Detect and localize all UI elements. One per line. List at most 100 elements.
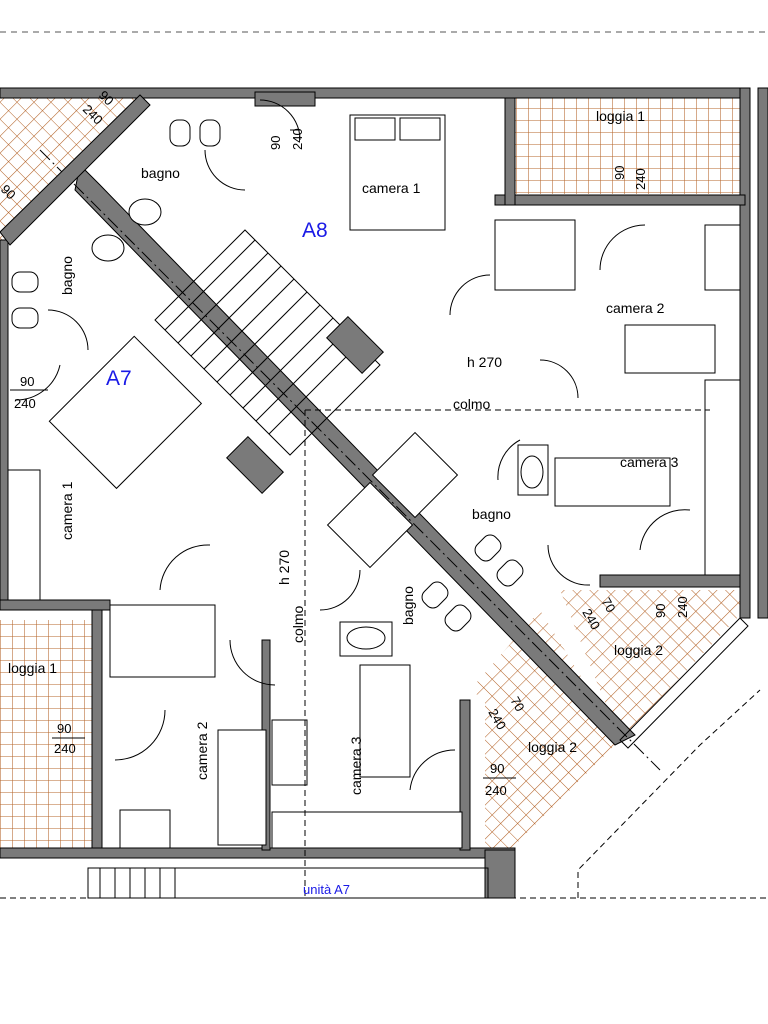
- toilet-center-2: [496, 559, 524, 587]
- room-camera-1-left: camera 1: [59, 481, 75, 540]
- room-bagno-lower: bagno: [400, 586, 416, 625]
- shower-2: [326, 481, 414, 569]
- dim-diag-low-width: 70: [507, 694, 527, 714]
- single-bed-camera2: [624, 324, 716, 374]
- loggia-1-top-left-wall: [504, 97, 516, 206]
- dim-right-door-height: 240: [675, 596, 690, 618]
- lower-right-dashed-outline: [577, 689, 761, 898]
- stair-step: [177, 252, 269, 344]
- bottom-outer-wall: [0, 847, 516, 859]
- left-inner-wall: [0, 599, 111, 611]
- bottom-outer-wall-right: [484, 849, 516, 899]
- dim-loggia1-left-height: 240: [54, 741, 76, 756]
- single-bed-camera3: [554, 457, 671, 507]
- loggia-1-left-wall: [91, 609, 103, 851]
- door-swing: [639, 509, 691, 551]
- toilet-lower-2: [444, 604, 472, 632]
- toilet-top-2: [199, 119, 221, 147]
- dim-diag-mid-width: 70: [598, 595, 618, 615]
- dim-right-door-width: 90: [653, 604, 668, 618]
- desk-camera2-lower: [119, 809, 171, 849]
- dim-lower-door-height: 240: [485, 783, 507, 798]
- loggia-1-left-floor: [0, 620, 92, 850]
- room-camera-3-lower: camera 3: [348, 736, 364, 795]
- toilet-top-1: [169, 119, 191, 147]
- stair-step: [229, 304, 321, 396]
- double-bed-a7: [48, 335, 203, 490]
- room-bagno-top-left: bagno: [141, 165, 180, 181]
- room-loggia-2-right: loggia 2: [614, 642, 663, 658]
- room-colmo-center: colmo: [453, 396, 491, 412]
- room-loggia-1-top: loggia 1: [596, 108, 645, 124]
- bed-pillow-right: [399, 117, 441, 141]
- sink-lower: [346, 626, 386, 650]
- room-h270-center: h 270: [467, 354, 502, 370]
- loggia-1-top-floor: [515, 97, 740, 194]
- room-camera-1-top: camera 1: [362, 180, 421, 196]
- unit-a7-label: A7: [106, 367, 132, 390]
- dim-lower-door-width: 90: [490, 761, 504, 776]
- door-swing: [159, 544, 211, 591]
- stair-landing-lower: [226, 436, 284, 494]
- door-swing: [47, 309, 89, 351]
- dim-door-top-height: 240: [290, 128, 305, 150]
- stair-step: [242, 317, 334, 409]
- toilet-left-1: [11, 271, 39, 293]
- room-bagno-left: bagno: [59, 256, 75, 295]
- dim-left-window-height: 240: [14, 396, 36, 411]
- stair-step: [216, 291, 308, 383]
- sink-center: [520, 455, 544, 489]
- diagonal-beam: [0, 94, 749, 771]
- door-swing: [449, 274, 491, 316]
- door-swing: [599, 224, 646, 271]
- toilet-center-1: [474, 534, 502, 562]
- sofa-right: [494, 219, 576, 291]
- room-colmo-lower: colmo: [290, 605, 306, 643]
- door-swing: [114, 709, 166, 761]
- loggia-2-lower-floor: [470, 610, 620, 850]
- room-h270-lower: h 270: [276, 550, 292, 585]
- sink-left: [91, 234, 125, 262]
- loggia-1-top-bottom-wall: [494, 194, 746, 206]
- stair-step: [203, 278, 295, 370]
- small-wall-top-door: [254, 91, 316, 107]
- shower-1: [371, 431, 459, 519]
- room-bagno-center: bagno: [472, 506, 511, 522]
- stair-landing-upper: [326, 316, 384, 374]
- desk-right: [704, 224, 741, 291]
- room-camera-2-right: camera 2: [606, 300, 665, 316]
- outer-wall-right: [739, 87, 751, 619]
- wardrobe-camera3-right: [704, 379, 741, 576]
- toilet-lower-1: [421, 581, 449, 609]
- sink-top: [128, 198, 162, 226]
- door-swing: [547, 544, 591, 586]
- left-outer-wall: [0, 239, 9, 606]
- room-camera-3-right: camera 3: [620, 454, 679, 470]
- toilet-left-2: [11, 307, 39, 329]
- bed-camera2-lower: [217, 729, 267, 846]
- door-swing: [497, 439, 521, 481]
- door-swing: [409, 749, 456, 791]
- door-swing: [319, 569, 361, 611]
- bed-pillow-left: [354, 117, 396, 141]
- doors: [14, 99, 691, 791]
- room-loggia-2-lower: loggia 2: [528, 739, 577, 755]
- room-camera-2-lower: camera 2: [194, 721, 210, 780]
- unit-a7-note: unità A7: [303, 882, 350, 897]
- dim-loggia1-left-width: 90: [57, 721, 71, 736]
- diagonal-axis: [39, 149, 661, 771]
- stair-step: [190, 265, 282, 357]
- bottom-railing: [87, 867, 489, 899]
- stair-step: [255, 330, 347, 422]
- railing-frame: [87, 867, 489, 899]
- dim-door-top-width: 90: [268, 136, 283, 150]
- lower-right-diagonal-wall: [619, 617, 749, 749]
- stair-step: [164, 239, 256, 331]
- wall-right-edge: [757, 87, 768, 619]
- upper-left-diagonal-wall: [0, 94, 151, 246]
- dimension-lines: [10, 129, 516, 779]
- wardrobe-left: [7, 469, 41, 601]
- dim-left-window-width: 90: [20, 374, 34, 389]
- staircase: [154, 229, 384, 494]
